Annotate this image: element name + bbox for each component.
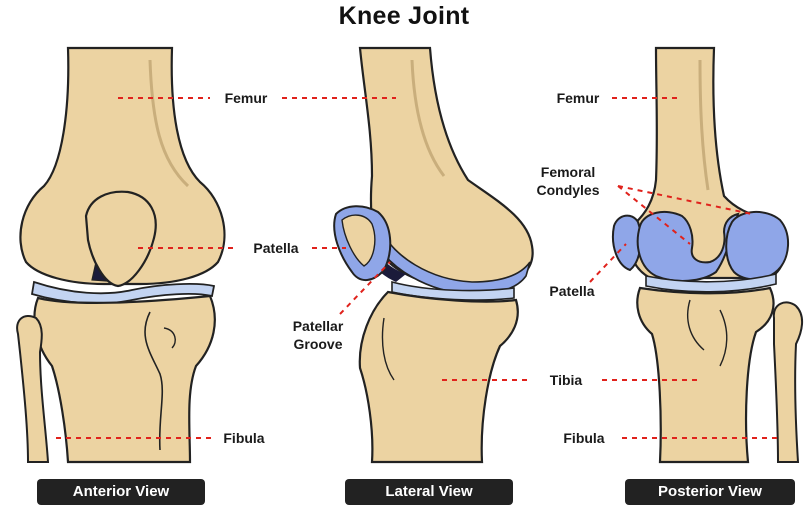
label-fibula-anterior: Fibula	[223, 430, 264, 446]
label-tibia: Tibia	[550, 372, 583, 388]
posterior-tibia	[637, 288, 773, 462]
lateral-tibia	[360, 292, 518, 462]
label-fibula-posterior: Fibula	[563, 430, 604, 446]
posterior-condyle-lateral	[726, 212, 788, 279]
badge-posterior-view: Posterior View	[625, 479, 795, 505]
posterior-fibula	[774, 302, 802, 462]
label-femur-posterior: Femur	[557, 90, 600, 106]
posterior-patella	[613, 216, 641, 270]
label-femoral-condyles-line2: Condyles	[536, 182, 599, 198]
badge-anterior-view: Anterior View	[37, 479, 205, 505]
badge-lateral-view: Lateral View	[345, 479, 513, 505]
label-patellar-groove-line1: Patellar	[293, 318, 344, 334]
label-femoral-condyles-line1: Femoral	[541, 164, 595, 180]
lateral-view-illustration	[334, 48, 532, 462]
label-femur-anterior: Femur	[225, 90, 268, 106]
label-patella-anterior: Patella	[253, 240, 298, 256]
label-patella-posterior: Patella	[549, 283, 594, 299]
posterior-view-illustration	[613, 48, 802, 462]
label-patellar-groove-line2: Groove	[293, 336, 342, 352]
anterior-view-illustration	[17, 48, 224, 462]
